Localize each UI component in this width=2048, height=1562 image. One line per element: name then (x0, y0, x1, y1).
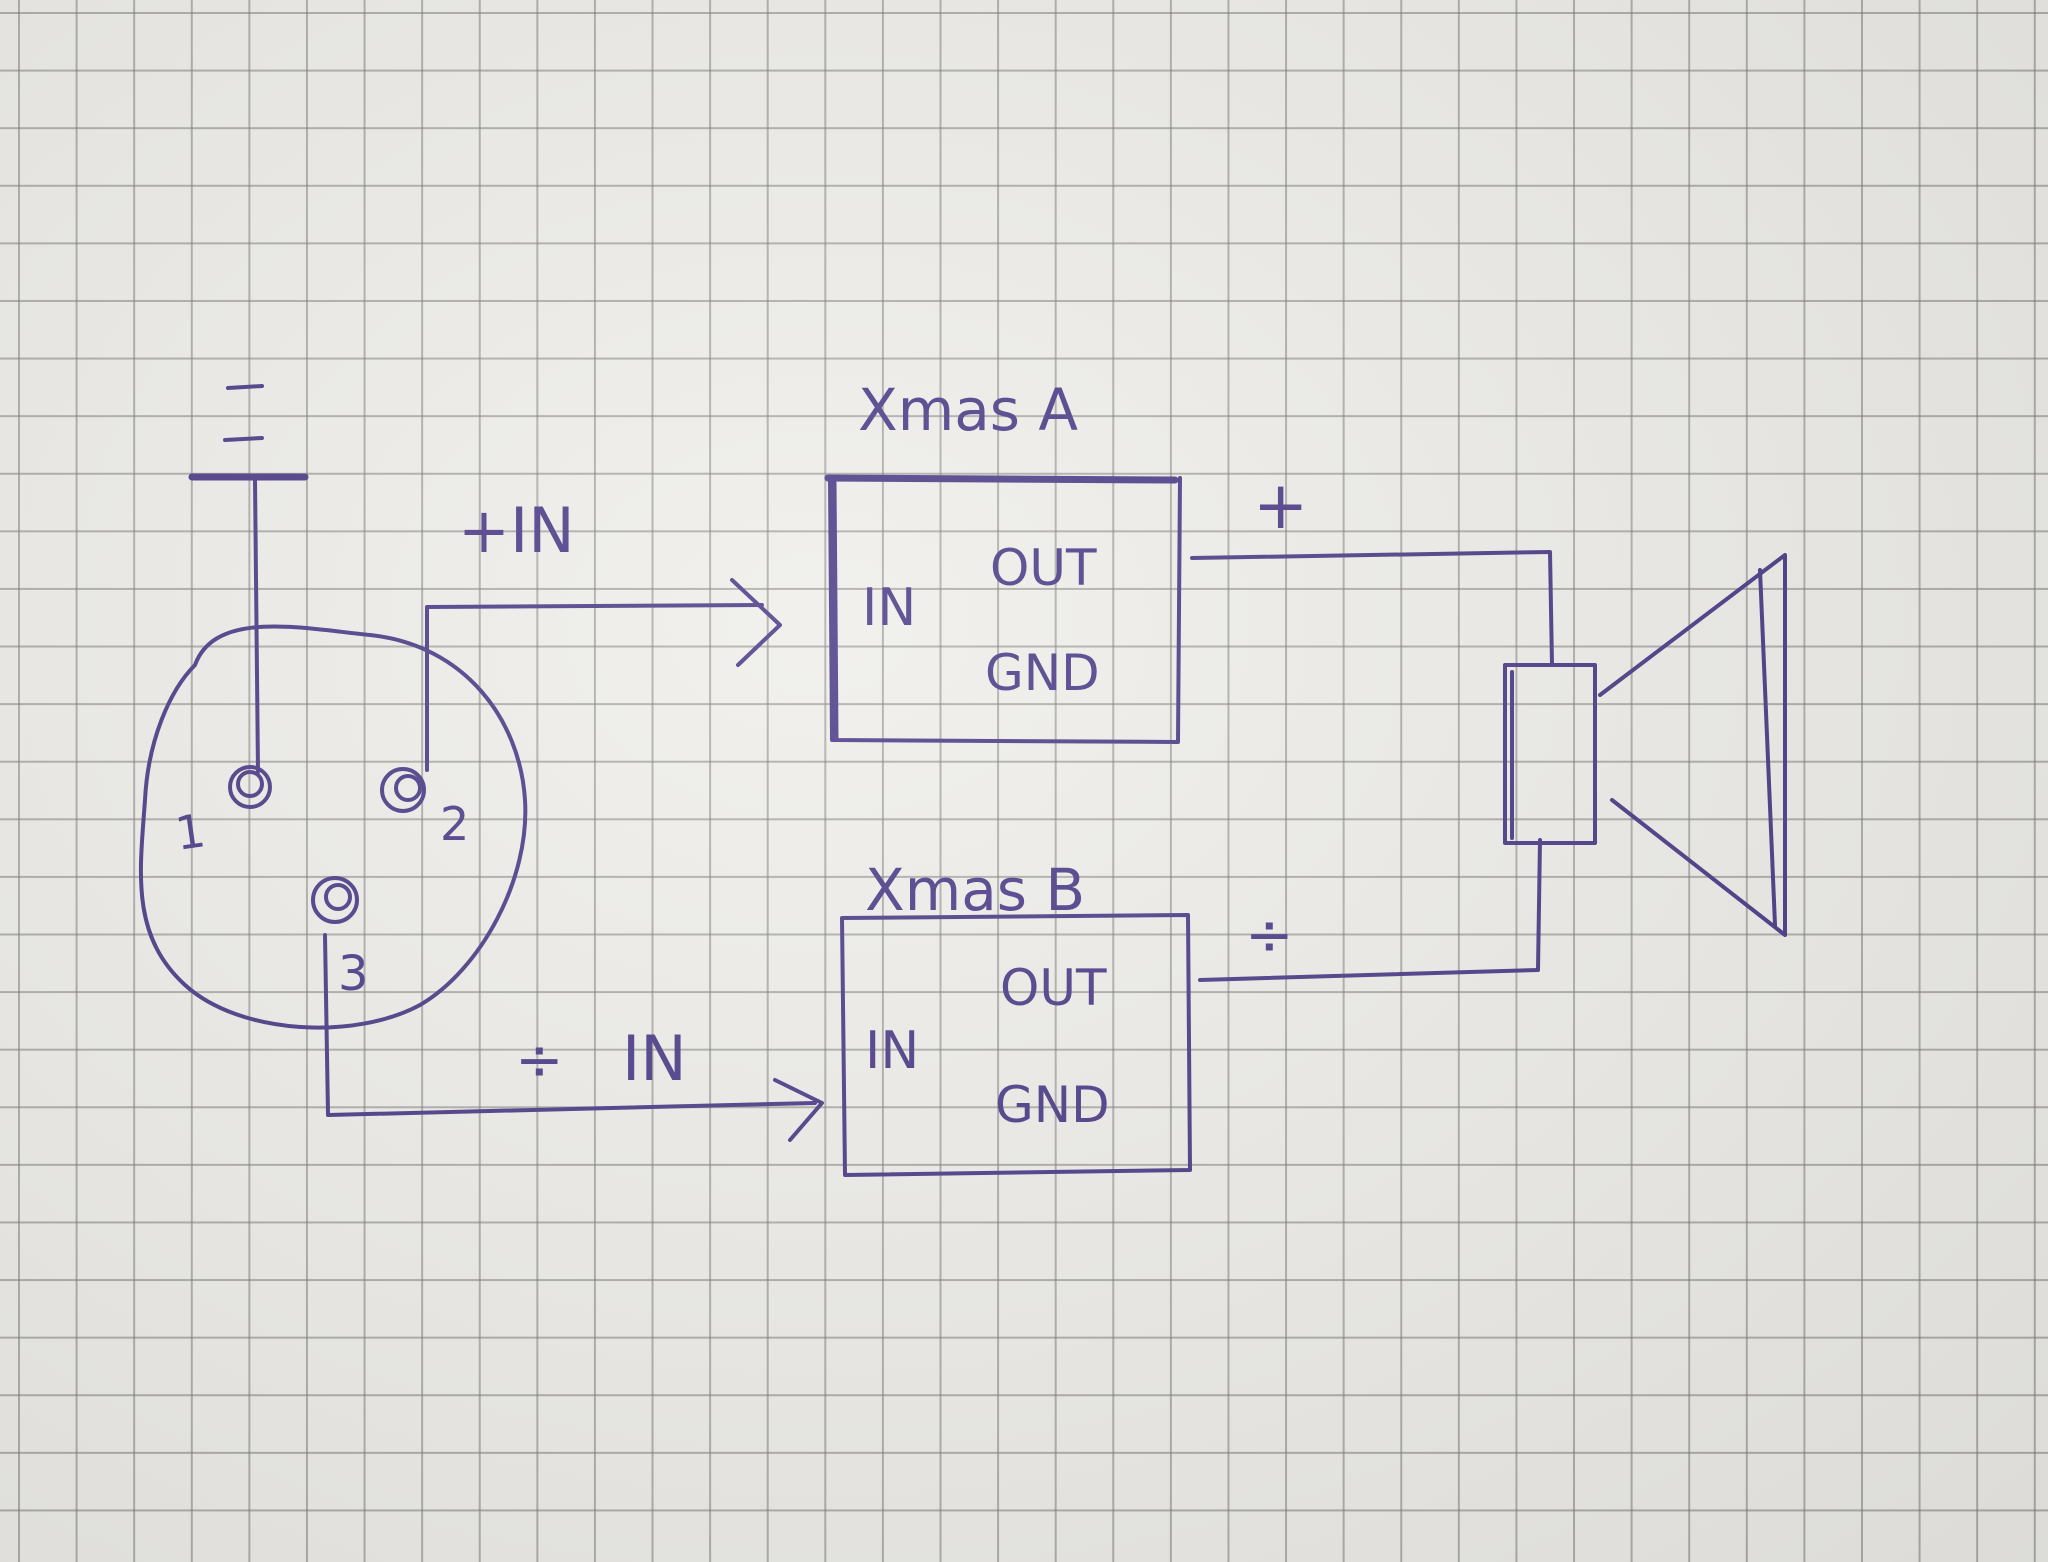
minus-in-label: IN (622, 1022, 687, 1095)
ground-symbol (188, 384, 309, 481)
xmas-a-in-label: IN (862, 578, 916, 638)
xmas-b-gnd-label: GND (995, 1076, 1110, 1134)
xmas-a-title: Xmas A (858, 376, 1078, 444)
pin3-contact (311, 876, 359, 924)
xmas-b-in-label: IN (865, 1021, 919, 1081)
speaker-minus-label: ÷ (1245, 901, 1294, 969)
xmas-b-block: Xmas B IN OUT GND (840, 856, 1192, 1177)
speaker-icon (1503, 553, 1787, 937)
xmas-a-out-label: OUT (990, 539, 1097, 597)
speaker-plus-wire (1190, 550, 1554, 667)
minus-in-wire (323, 933, 817, 1117)
xmas-a-gnd-label: GND (985, 644, 1100, 702)
pin2-contact (380, 767, 426, 813)
minus-in-arrow (773, 1078, 824, 1142)
plus-in-arrow (730, 578, 782, 667)
minus-in-prefix: ÷ (515, 1026, 564, 1094)
xmas-b-out-label: OUT (1000, 959, 1107, 1017)
plus-in-label: +IN (458, 494, 575, 567)
pin1-contact (228, 765, 272, 809)
pin1-label: 1 (172, 803, 209, 861)
xlr-connector-body (138, 624, 528, 1030)
speaker-plus-label: + (1253, 467, 1308, 544)
pin2-label: 2 (440, 797, 469, 851)
pin3-label: 3 (338, 946, 369, 1002)
speaker-minus-wire (1198, 838, 1542, 982)
xmas-a-block: Xmas A IN OUT GND (824, 376, 1182, 744)
xmas-b-title: Xmas B (865, 856, 1085, 924)
plus-in-wire (425, 603, 764, 772)
